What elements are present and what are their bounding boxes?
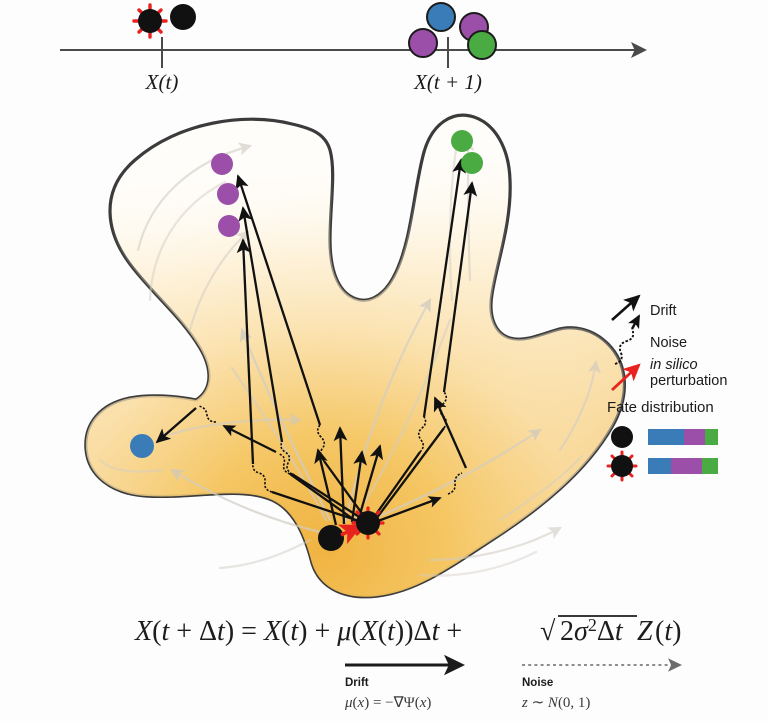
perturbed-cell-marker	[132, 3, 168, 39]
legend-label-drift: Drift	[650, 303, 677, 319]
fate-row	[611, 426, 718, 448]
legend: Drift Noise in silico perturbation Fate …	[606, 294, 727, 482]
annotation-drift-formula: μ(x) = −∇Ψ(x)	[344, 695, 431, 711]
waddington-landscape	[84, 113, 626, 599]
annotation-noise-title: Noise	[522, 677, 553, 689]
perturbed-cell-icon	[606, 450, 638, 482]
timeline-axis	[60, 37, 647, 68]
perturbation-arrow	[337, 524, 363, 545]
equation-radicand: 2σ2Δt	[560, 615, 624, 647]
timeline-cells-xt1	[408, 2, 497, 60]
equation-radical-sign: √	[540, 616, 556, 647]
source-black-cell	[318, 525, 344, 551]
equation-noise-term: Z	[637, 616, 653, 647]
fate-bar	[648, 429, 718, 445]
black-cell-marker	[170, 4, 196, 30]
legend-label-perturbation: perturbation	[650, 373, 727, 389]
annotation-noise-formula: z ∼ N(0, 1)	[521, 695, 590, 711]
equation-annotations: Drift μ(x) = −∇Ψ(x) Noise z ∼ N(0, 1)	[344, 654, 682, 711]
axis-label-xt1: X(t + 1)	[413, 70, 482, 94]
source-cells	[318, 506, 385, 551]
trajectory-arrows	[155, 158, 478, 526]
axis-label-xt: X(t)	[145, 70, 179, 94]
legend-label-perturbation-italic: in silico	[650, 357, 698, 373]
landscape-cells	[130, 130, 483, 458]
black-cell-icon	[611, 426, 633, 448]
timeline-cells-xt	[132, 3, 196, 39]
perturbation-icon	[611, 363, 641, 392]
equation-block: X(t + Δt) = X(t) + μ(X(t))Δt + √ 2σ2Δt Z…	[134, 615, 681, 647]
equation-noise-arg: (t)	[655, 616, 681, 647]
equation-main: X(t + Δt) = X(t) + μ(X(t))Δt +	[134, 616, 462, 647]
source-perturbed-cell	[351, 506, 385, 540]
legend-label-noise: Noise	[650, 335, 687, 351]
noise-icon	[614, 314, 641, 365]
drift-icon	[611, 294, 641, 321]
fate-row	[606, 450, 718, 482]
legend-fate-heading: Fate distribution	[607, 399, 714, 416]
fate-bar	[648, 458, 718, 474]
annotation-drift-title: Drift	[345, 677, 369, 689]
